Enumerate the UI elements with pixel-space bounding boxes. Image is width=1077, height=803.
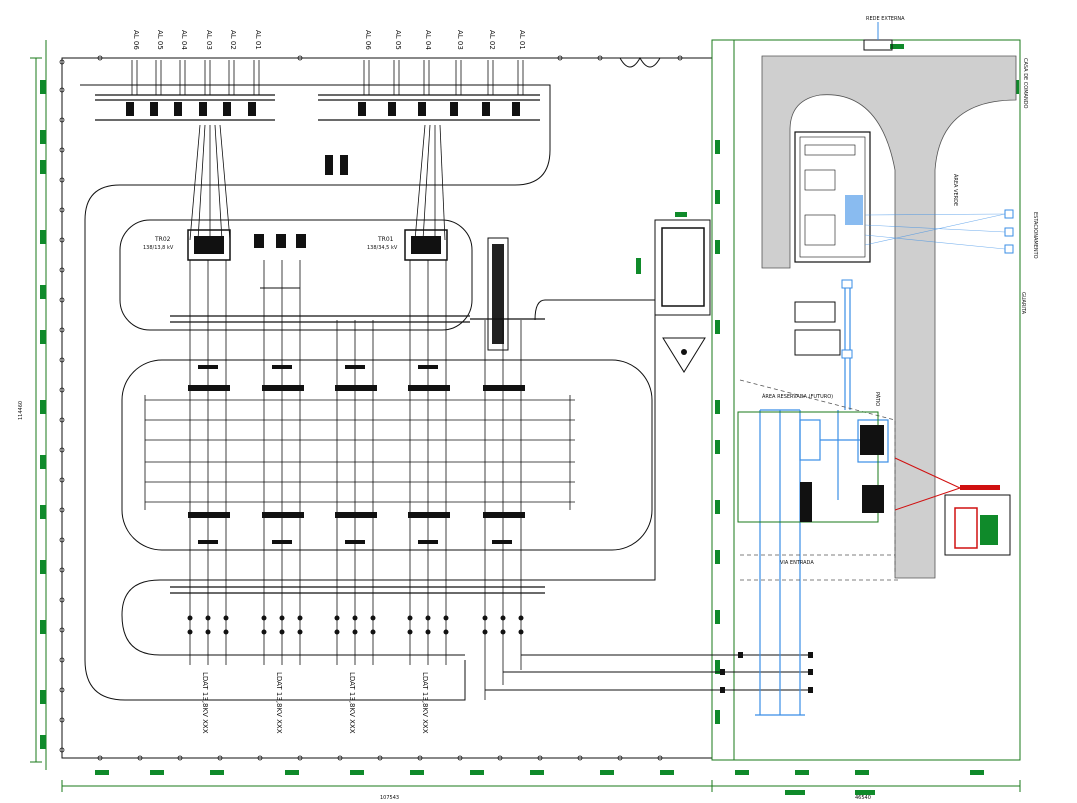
top-bay-equipment — [126, 102, 520, 175]
transformer-tr01[interactable]: TR01 138/34,5 kV — [367, 229, 448, 261]
feeder-labels-left: AL 06 AL 05 AL 04 AL 03 AL 02 AL 01 — [132, 30, 262, 50]
feeder-label: AL 01 — [518, 30, 526, 50]
transformer-rating: 138/13,8 kV — [143, 245, 174, 251]
feeder-label: AL 03 — [456, 30, 464, 50]
cable-run-markers — [720, 652, 813, 693]
upper-bus — [170, 315, 545, 323]
dimension-width-bottom: 107543 — [380, 795, 399, 801]
outgoing-line-label: LDAT 13,8KV XXX — [275, 672, 283, 734]
control-house-label: CASA DE COMANDO — [1022, 58, 1028, 109]
top-busbars — [95, 94, 540, 121]
parking-label: ESTACIONAMENTO — [1032, 212, 1038, 259]
outgoing-line-labels: LDAT 13,8KV XXX LDAT 13,8KV XXX LDAT 13,… — [201, 672, 429, 734]
right-substation-equipment — [800, 425, 884, 522]
dimension-lines — [30, 40, 1021, 792]
feeder-drop-lines — [131, 60, 524, 95]
left-fence-markers — [40, 80, 46, 749]
dimension-width-right: 46540 — [855, 795, 871, 801]
feeder-label: AL 05 — [156, 30, 164, 50]
feeder-label: AL 02 — [229, 30, 237, 50]
lower-bus — [170, 586, 545, 594]
transformer-name: TR01 — [377, 236, 394, 243]
access-road — [761, 55, 1017, 579]
yard-label: PÁTIO — [874, 392, 881, 406]
bay-vertical-lines — [189, 260, 522, 700]
reserved-area — [739, 379, 900, 581]
central-equipment-column — [487, 237, 509, 351]
outgoing-line-label: LDAT 13,8KV XXX — [348, 672, 356, 734]
feeder-label: AL 06 — [364, 30, 372, 50]
yard-fence-posts — [59, 55, 683, 761]
feeder-label: AL 03 — [205, 30, 213, 50]
capacitor-bank[interactable] — [636, 212, 711, 316]
main-yard-fence — [61, 56, 713, 759]
outgoing-line-label: LDAT 13,8KV XXX — [201, 672, 209, 734]
blue-radial-lines — [864, 213, 1006, 250]
lower-bus-switches — [187, 615, 524, 635]
detail-box[interactable] — [944, 494, 1011, 556]
right-site-fence-markers — [715, 44, 1019, 724]
control-house[interactable] — [794, 131, 871, 263]
triangle-symbol-icon — [662, 337, 706, 373]
red-line-marker-icon — [894, 457, 1000, 511]
feeder-label: AL 06 — [132, 30, 140, 50]
feeder-label: AL 02 — [488, 30, 496, 50]
outgoing-line-label: LDAT 13,8KV XXX — [421, 672, 429, 734]
green-area-label: ÁREA VERDE — [952, 174, 959, 206]
guardhouse-label: GUARITA — [1020, 292, 1026, 315]
transformer-feed-lines — [189, 124, 446, 241]
blue-cable-routes — [755, 280, 889, 716]
external-network-entrance: REDE EXTERNA — [863, 16, 905, 51]
transformer-tr02[interactable]: TR02 138/13,8 kV — [143, 229, 231, 261]
transformer-name: TR02 — [154, 236, 171, 243]
entrance-road-label: VIA ENTRADA — [780, 560, 814, 566]
reserved-area-label: ÁREA RESERVADA (FUTURO) — [762, 393, 833, 400]
transformer-rating: 138/34,5 kV — [367, 245, 398, 251]
cable-runs — [485, 654, 810, 691]
feeder-label: AL 04 — [424, 30, 432, 50]
feeder-label: AL 05 — [394, 30, 402, 50]
feeder-label: AL 01 — [254, 30, 262, 50]
external-network-label: REDE EXTERNA — [866, 16, 905, 22]
auxiliary-equipment — [254, 234, 306, 289]
auxiliary-buildings — [794, 301, 841, 356]
dimension-height: 114460 — [18, 401, 24, 420]
bay-equipment-rows — [188, 365, 525, 544]
central-bus-lines — [144, 395, 575, 510]
feeder-labels-right: AL 06 AL 05 AL 04 AL 03 AL 02 AL 01 — [364, 30, 526, 50]
yard-roads — [80, 84, 656, 701]
bottom-fence-markers — [95, 770, 984, 795]
feeder-label: AL 04 — [180, 30, 188, 50]
